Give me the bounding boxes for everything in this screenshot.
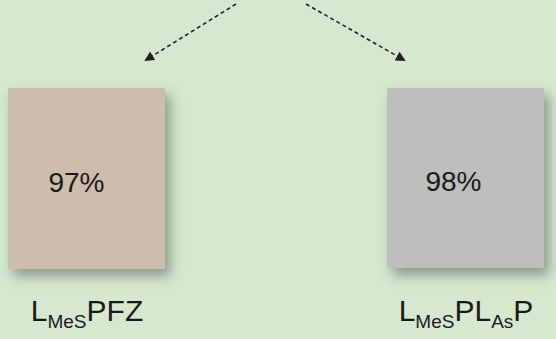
- label-text: L: [399, 294, 416, 327]
- percent-value: 98%: [425, 166, 481, 198]
- label-text: P: [513, 294, 533, 327]
- dashed-arrow: [306, 4, 404, 60]
- label-text: PL: [454, 294, 491, 327]
- subscript-text: MeS: [47, 311, 86, 332]
- label-text: PFZ: [87, 294, 144, 327]
- percent-value: 97%: [48, 167, 104, 199]
- subscript-text: As: [491, 311, 513, 332]
- compound-label: LMeSPLAsP: [399, 294, 534, 333]
- compound-label: LMeSPFZ: [31, 294, 143, 333]
- dashed-arrow: [146, 4, 236, 60]
- label-text: L: [31, 294, 48, 327]
- sample-swatch: 97%: [8, 88, 165, 269]
- sample-swatch: 98%: [387, 88, 544, 268]
- subscript-text: MeS: [415, 311, 454, 332]
